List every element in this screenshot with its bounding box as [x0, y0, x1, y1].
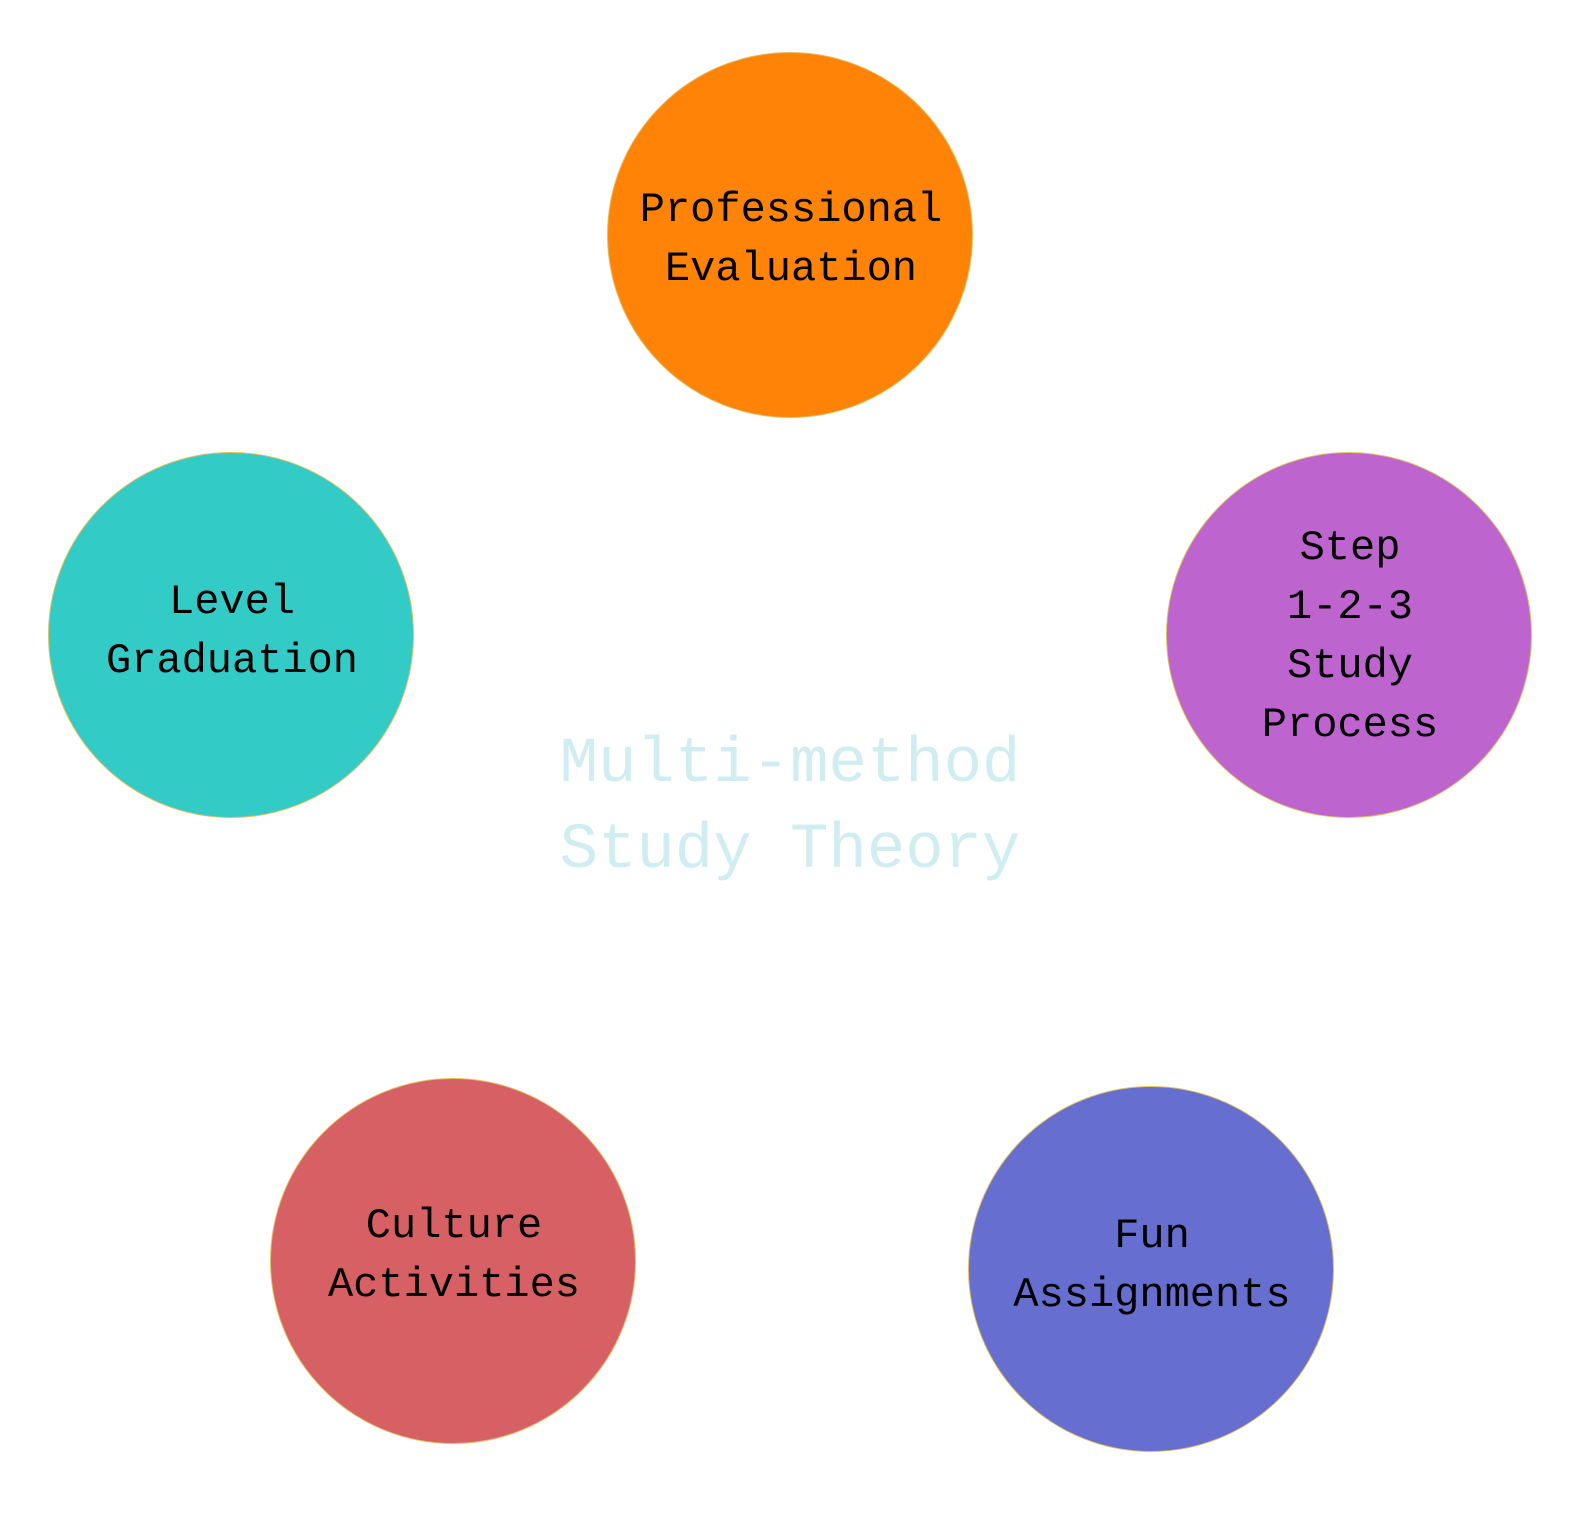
node-step-study-process: Step 1-2-3 Study Process: [1166, 452, 1532, 818]
node-label-professional-evaluation: Professional Evaluation: [639, 186, 943, 293]
node-label-fun-assignments: Fun Assignments: [1013, 1212, 1291, 1319]
node-fun-assignments: Fun Assignments: [968, 1086, 1334, 1452]
node-culture-activities: Culture Activities: [270, 1078, 636, 1444]
node-label-step-study-process: Step 1-2-3 Study Process: [1261, 524, 1439, 749]
center-title: Multi-method Study Theory: [559, 729, 1021, 887]
node-label-level-graduation: Level Graduation: [105, 578, 359, 685]
node-professional-evaluation: Professional Evaluation: [607, 52, 973, 418]
node-level-graduation: Level Graduation: [48, 452, 414, 818]
node-label-culture-activities: Culture Activities: [327, 1202, 581, 1309]
